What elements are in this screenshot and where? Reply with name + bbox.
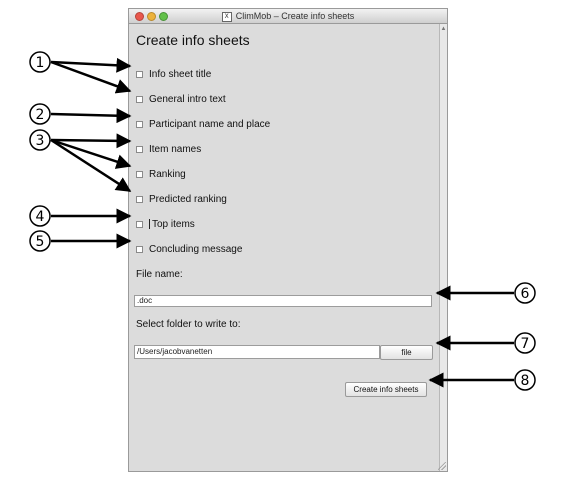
resize-grip-icon[interactable] <box>438 462 446 470</box>
callout-number: 6 <box>521 286 530 302</box>
checkbox-label: Info sheet title <box>149 68 212 80</box>
checkbox[interactable] <box>136 70 143 78</box>
checkbox[interactable] <box>136 245 143 253</box>
callout-7: 7 <box>435 332 536 354</box>
callout-arrow <box>50 138 132 193</box>
checkbox[interactable] <box>136 195 143 203</box>
callout-5: 5 <box>29 230 132 252</box>
callout-1: 1 <box>29 51 132 94</box>
checkbox-row-participant-name-place[interactable]: Participant name and place <box>136 117 270 131</box>
checkbox-label: Top items <box>152 218 195 230</box>
callout-number: 2 <box>36 107 45 123</box>
callout-circle <box>29 103 51 125</box>
checkbox-label: Participant name and place <box>149 118 271 130</box>
callout-number: 4 <box>36 209 45 225</box>
checkbox-row-general-intro-text[interactable]: General intro text <box>136 92 226 106</box>
callout-arrow <box>50 108 132 124</box>
callout-number: 7 <box>521 336 530 352</box>
close-window-button[interactable] <box>135 12 144 21</box>
callout-4: 4 <box>29 205 132 227</box>
callout-circle <box>29 51 51 73</box>
callout-circle <box>514 332 536 354</box>
callout-circle <box>29 129 51 151</box>
scroll-up-icon[interactable]: ▲ <box>440 26 447 32</box>
checkbox-row-concluding-message[interactable]: Concluding message <box>136 242 242 256</box>
callout-circle <box>514 282 536 304</box>
file-name-input[interactable]: .doc <box>134 295 432 307</box>
callout-arrow <box>50 138 132 169</box>
minimize-window-button[interactable] <box>147 12 156 21</box>
callout-circle <box>514 369 536 391</box>
checkbox-label: General intro text <box>149 93 226 105</box>
callout-6: 6 <box>435 282 536 304</box>
create-info-sheets-button[interactable]: Create info sheets <box>345 382 427 397</box>
text-cursor <box>149 219 150 229</box>
checkbox-label: Item names <box>149 143 202 155</box>
file-name-label: File name: <box>136 269 183 280</box>
main-panel: Create info sheets Info sheet title Gene… <box>129 24 439 471</box>
checkbox-label: Predicted ranking <box>149 193 227 205</box>
checkbox-row-item-names[interactable]: Item names <box>136 142 201 156</box>
page-title: Create info sheets <box>136 32 250 48</box>
folder-path-input[interactable]: /Users/jacobvanetten <box>134 345 380 359</box>
window-title: ClimMob – Create info sheets <box>235 11 355 21</box>
file-button[interactable]: file <box>380 345 433 360</box>
callout-number: 8 <box>521 373 530 389</box>
callout-number: 1 <box>36 55 45 71</box>
zoom-window-button[interactable] <box>159 12 168 21</box>
checkbox-row-info-sheet-title[interactable]: Info sheet title <box>136 67 211 81</box>
callout-2: 2 <box>29 103 132 125</box>
callout-3: 3 <box>29 129 132 193</box>
callout-arrow <box>50 133 132 149</box>
callout-number: 3 <box>36 133 45 149</box>
checkbox-label: Ranking <box>149 168 186 180</box>
callout-number: 5 <box>36 234 45 250</box>
callout-circle <box>29 205 51 227</box>
callout-circle <box>29 230 51 252</box>
checkbox-row-ranking[interactable]: Ranking <box>136 167 186 181</box>
checkbox[interactable] <box>136 220 143 228</box>
folder-label: Select folder to write to: <box>136 319 241 330</box>
checkbox[interactable] <box>136 145 143 153</box>
vertical-scrollbar[interactable]: ▲ <box>439 24 447 471</box>
checkbox[interactable] <box>136 95 143 103</box>
checkbox[interactable] <box>136 120 143 128</box>
checkbox-label: Concluding message <box>149 243 243 255</box>
callout-arrow <box>50 57 132 73</box>
checkbox-row-predicted-ranking[interactable]: Predicted ranking <box>136 192 227 206</box>
callout-arrow <box>50 60 132 94</box>
checkbox-row-top-items[interactable]: Top items <box>136 217 195 231</box>
app-icon: X <box>221 11 232 22</box>
checkbox[interactable] <box>136 170 143 178</box>
